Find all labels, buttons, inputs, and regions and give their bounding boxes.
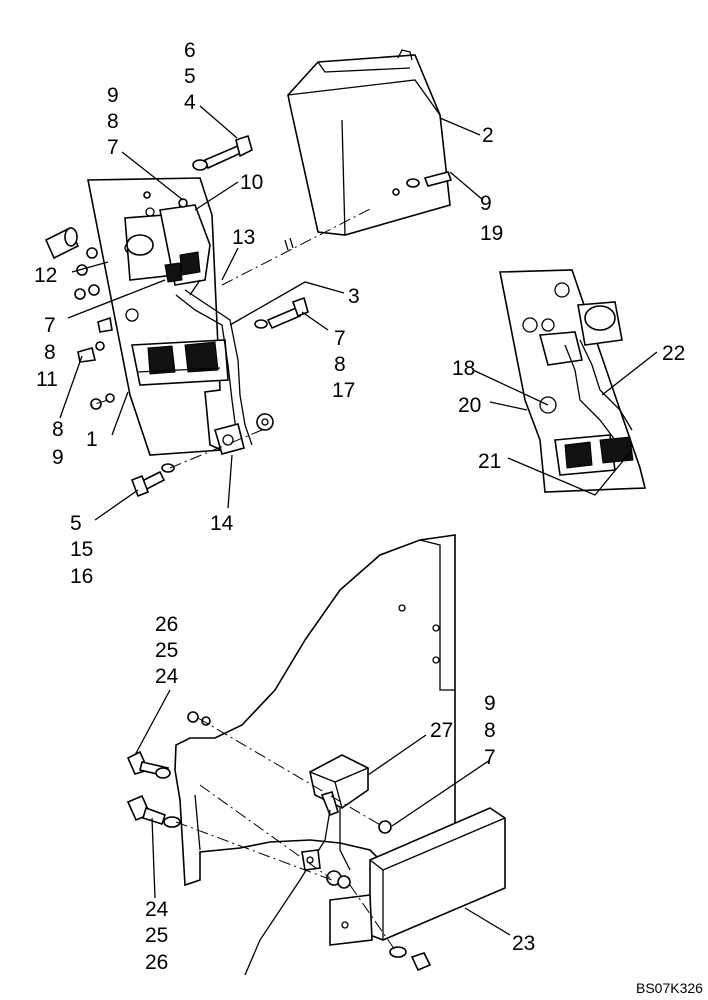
callout-18: 18	[452, 357, 475, 380]
relay-part-27	[244, 754, 369, 976]
main-bracket-part	[87, 177, 274, 456]
callout-15: 15	[70, 538, 93, 561]
callout-1: 1	[86, 428, 98, 451]
callout-27: 27	[430, 719, 453, 742]
inset-detail-plate	[499, 269, 647, 493]
callout-7-left: 7	[44, 314, 56, 337]
callout-8-right: 8	[334, 353, 346, 376]
box-part-23	[329, 807, 506, 946]
leader-lines	[59, 105, 658, 936]
callout-8-frame: 8	[484, 719, 496, 742]
callout-2: 2	[482, 124, 494, 147]
callout-24-top: 24	[155, 665, 179, 688]
callout-20: 20	[458, 394, 481, 417]
callout-5-lower: 5	[70, 512, 82, 535]
callout-9-frame: 9	[484, 692, 496, 715]
callout-11: 11	[36, 368, 58, 391]
callout-9-lower: 9	[52, 446, 64, 469]
callout-24-bottom: 24	[145, 898, 169, 921]
callout-23: 23	[512, 932, 535, 955]
bolt-part-3	[254, 296, 309, 330]
callout-3: 3	[348, 285, 360, 308]
callout-13: 13	[232, 226, 255, 249]
callout-12: 12	[34, 264, 57, 287]
spacer-part	[44, 226, 80, 260]
callout-9-cover: 9	[480, 192, 492, 215]
callout-17: 17	[332, 379, 355, 402]
alignment-lines	[91, 207, 396, 951]
drawing-code: BS07K326	[636, 980, 703, 996]
cover-bolt-part	[392, 171, 453, 196]
callout-8-lower: 8	[52, 418, 64, 441]
callout-25-bottom: 25	[145, 924, 168, 947]
callout-7-top: 7	[107, 136, 119, 159]
callout-25-top: 25	[155, 639, 178, 662]
callout-26-top: 26	[155, 613, 178, 636]
callout-5-top: 5	[184, 65, 196, 88]
callout-26-bottom: 26	[145, 951, 168, 974]
callout-8-left: 8	[44, 341, 56, 364]
callout-21: 21	[478, 450, 501, 473]
cover-part	[287, 49, 451, 236]
callout-9-top: 9	[107, 84, 119, 107]
hardware-left	[74, 247, 115, 410]
callout-8-top: 8	[107, 110, 119, 133]
bolt-part-4	[143, 134, 253, 208]
callout-10: 10	[240, 171, 263, 194]
callout-7-frame: 7	[484, 746, 496, 769]
callout-19: 19	[480, 222, 503, 245]
callout-6-top: 6	[184, 39, 196, 62]
callout-4: 4	[184, 91, 196, 114]
callout-7-right: 7	[334, 327, 346, 350]
callout-14: 14	[210, 512, 234, 535]
bolt-part-15	[130, 463, 175, 498]
callout-22: 22	[662, 342, 685, 365]
callout-16: 16	[70, 565, 93, 588]
callout-labels: 6 5 4 9 8 7 10 2 9 19 13 12 3 7 7 8 8 11…	[34, 39, 703, 996]
